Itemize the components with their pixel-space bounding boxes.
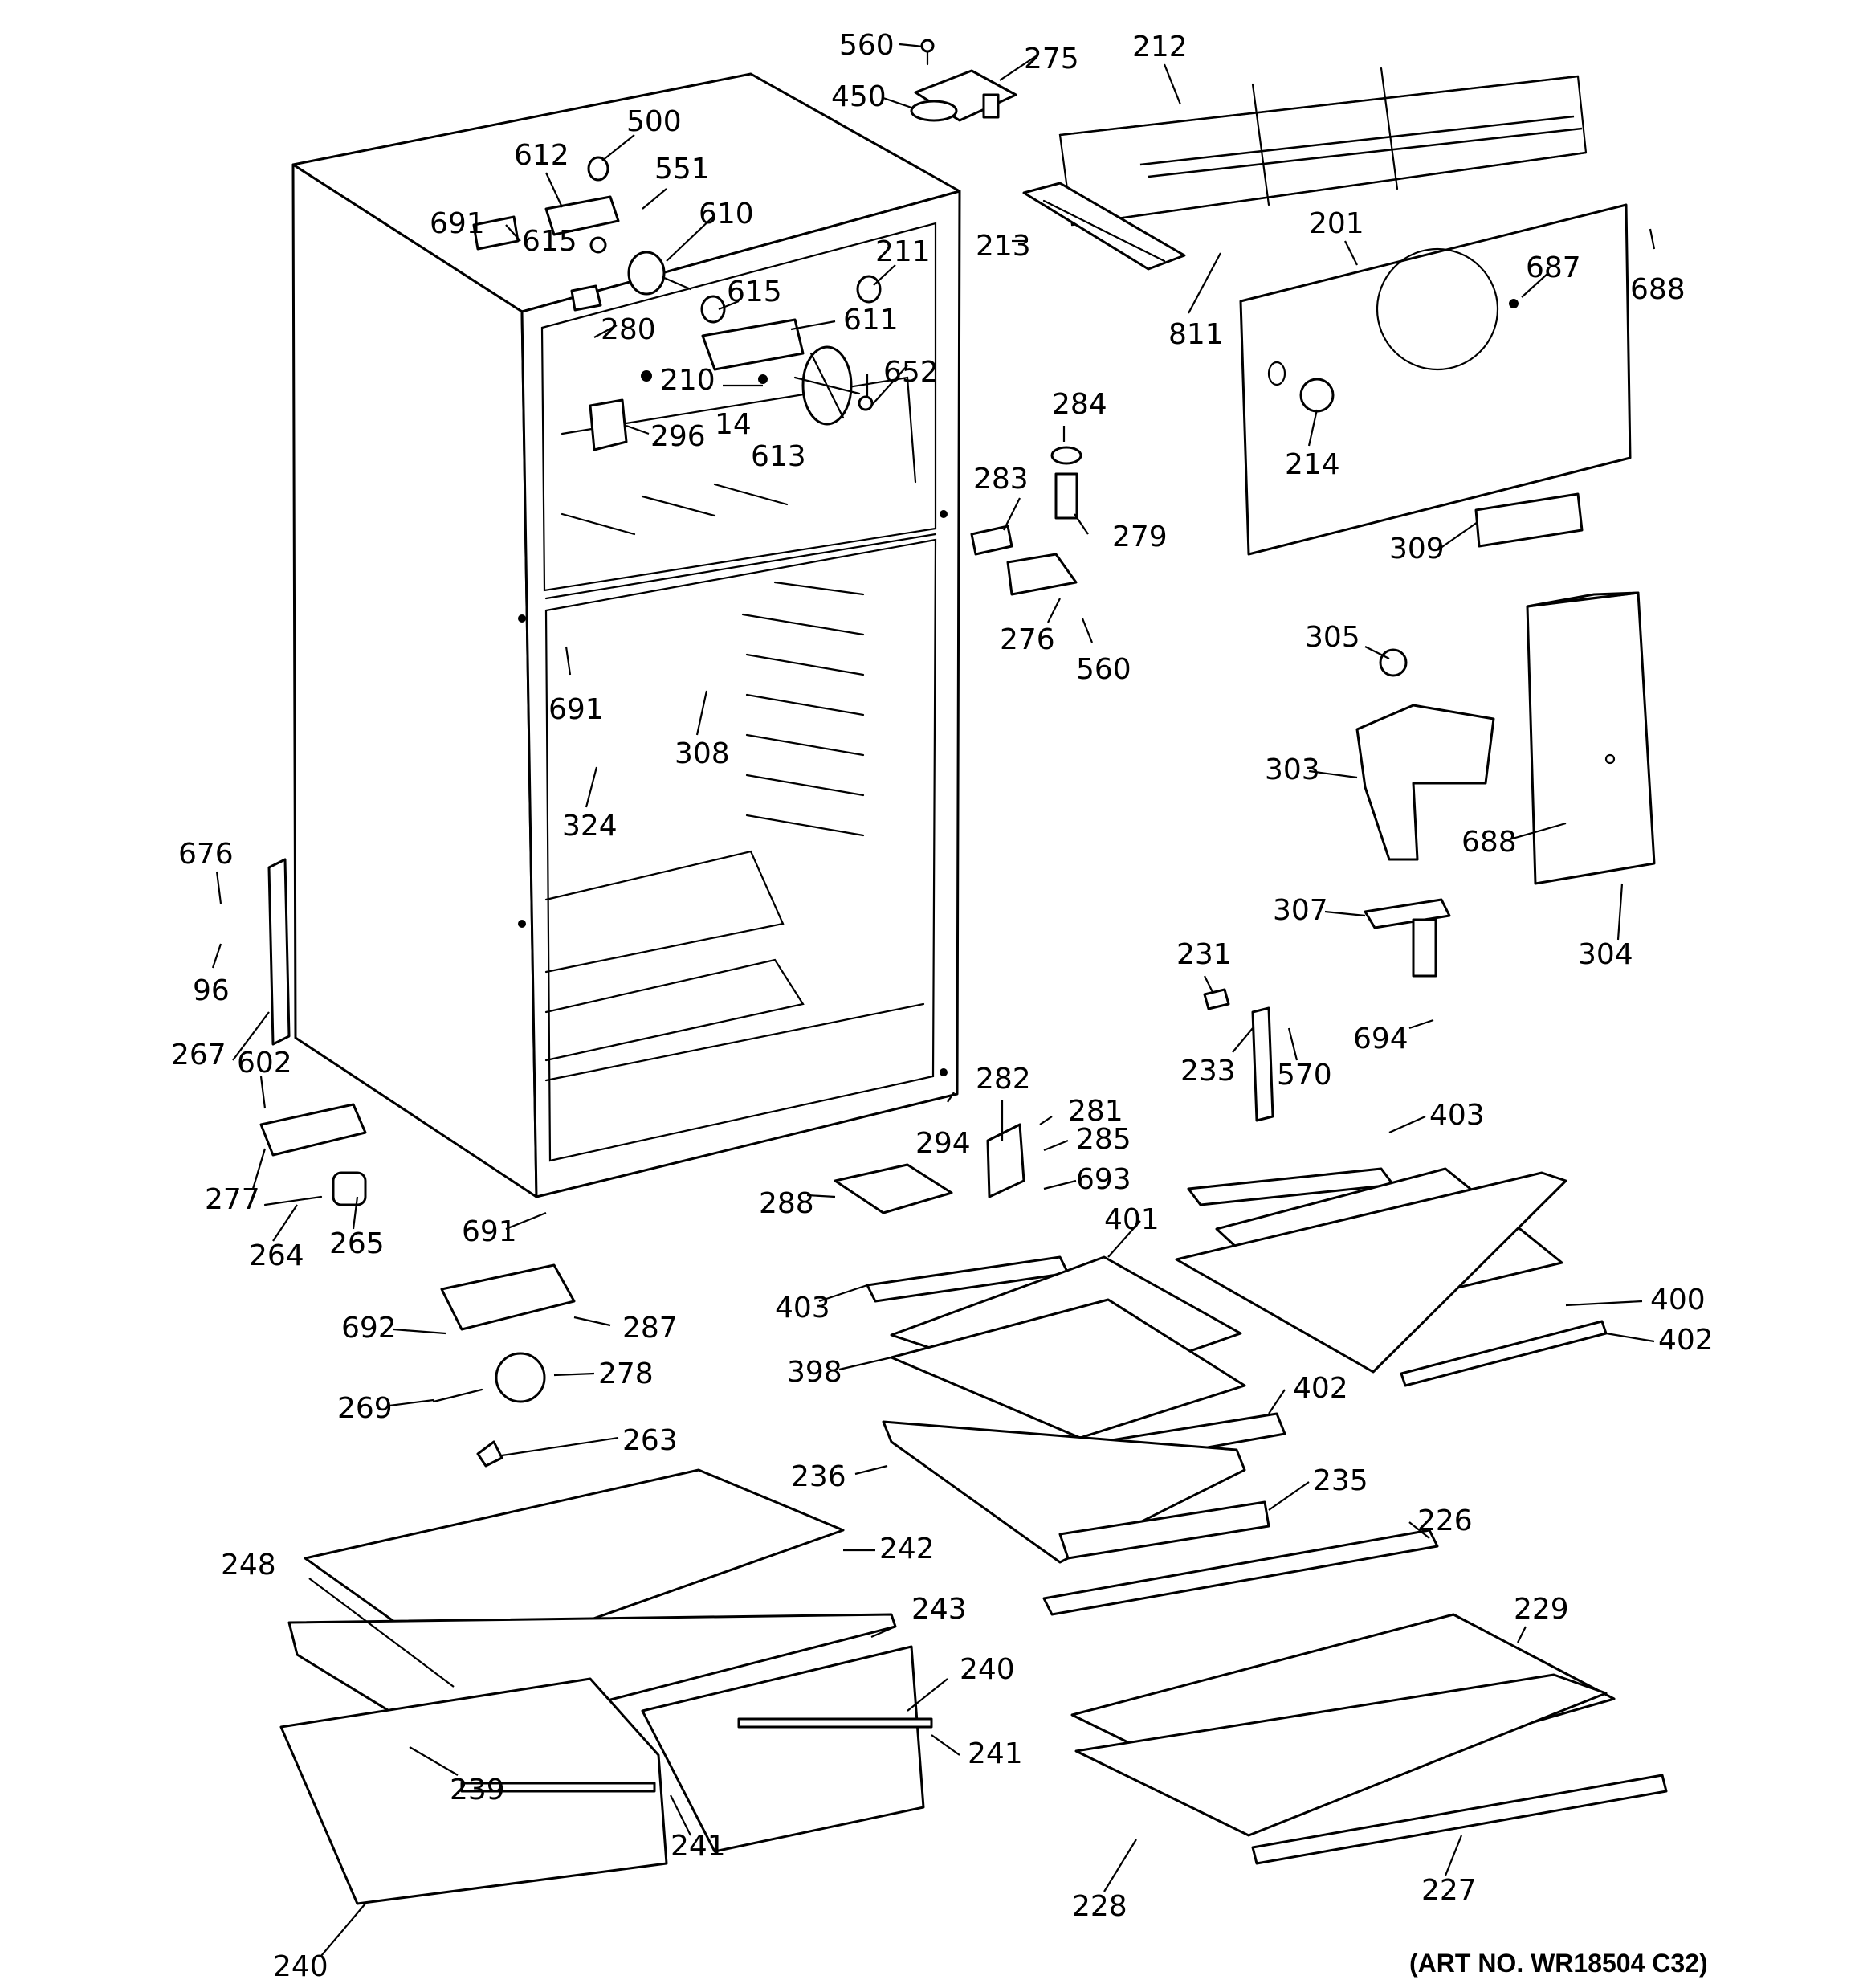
top-hinge bbox=[910, 39, 1017, 122]
callout-267: 267 bbox=[171, 1039, 226, 1072]
air-duct bbox=[1355, 591, 1656, 978]
callout-613: 613 bbox=[751, 440, 806, 473]
callout-308: 308 bbox=[675, 737, 730, 770]
callout-693: 693 bbox=[1076, 1163, 1131, 1196]
callout-688: 688 bbox=[1630, 273, 1686, 306]
callout-241: 241 bbox=[671, 1830, 726, 1863]
callout-811: 811 bbox=[1168, 318, 1224, 351]
callout-694: 694 bbox=[1353, 1023, 1408, 1055]
callout-228: 228 bbox=[1072, 1890, 1127, 1923]
callout-229: 229 bbox=[1514, 1593, 1569, 1626]
callout-304: 304 bbox=[1578, 938, 1633, 971]
callout-276: 276 bbox=[1000, 623, 1055, 656]
callout-294: 294 bbox=[915, 1127, 971, 1160]
callout-305: 305 bbox=[1305, 621, 1360, 654]
callout-14: 14 bbox=[715, 408, 752, 441]
callout-570: 570 bbox=[1277, 1059, 1332, 1092]
callout-500: 500 bbox=[626, 105, 682, 138]
callout-615: 615 bbox=[727, 276, 782, 308]
callout-227: 227 bbox=[1421, 1874, 1477, 1907]
callout-287: 287 bbox=[622, 1312, 678, 1345]
callout-688: 688 bbox=[1461, 826, 1517, 859]
callout-248: 248 bbox=[221, 1549, 276, 1582]
callout-242: 242 bbox=[879, 1533, 935, 1565]
callout-241: 241 bbox=[968, 1737, 1023, 1770]
callout-96: 96 bbox=[193, 974, 230, 1007]
callout-278: 278 bbox=[598, 1357, 654, 1390]
callout-269: 269 bbox=[337, 1392, 393, 1425]
callout-264: 264 bbox=[249, 1239, 304, 1272]
callout-307: 307 bbox=[1273, 894, 1328, 927]
cabinet bbox=[291, 72, 961, 1198]
callout-403: 403 bbox=[775, 1292, 830, 1325]
callout-214: 214 bbox=[1285, 448, 1340, 481]
callout-615: 615 bbox=[522, 225, 577, 258]
callout-240: 240 bbox=[273, 1950, 328, 1983]
callout-201: 201 bbox=[1309, 207, 1364, 240]
callout-403: 403 bbox=[1429, 1099, 1485, 1132]
callout-602: 602 bbox=[237, 1047, 292, 1080]
callout-243: 243 bbox=[911, 1593, 967, 1626]
callout-560: 560 bbox=[839, 29, 895, 62]
callout-610: 610 bbox=[699, 198, 754, 231]
callout-303: 303 bbox=[1265, 753, 1320, 786]
callout-450: 450 bbox=[831, 80, 887, 113]
callout-226: 226 bbox=[1417, 1504, 1473, 1537]
callout-285: 285 bbox=[1076, 1123, 1131, 1156]
leader-lines bbox=[211, 43, 1656, 1957]
callout-692: 692 bbox=[341, 1312, 397, 1345]
callout-687: 687 bbox=[1526, 251, 1581, 284]
callout-309: 309 bbox=[1389, 533, 1445, 565]
callout-275: 275 bbox=[1024, 43, 1079, 76]
callout-288: 288 bbox=[759, 1187, 814, 1220]
callout-402: 402 bbox=[1293, 1372, 1348, 1405]
callout-231: 231 bbox=[1176, 938, 1232, 971]
freezer-back-panel bbox=[1239, 203, 1632, 556]
callout-277: 277 bbox=[205, 1183, 260, 1216]
callout-212: 212 bbox=[1132, 31, 1188, 63]
callout-283: 283 bbox=[973, 463, 1029, 496]
callout-691: 691 bbox=[462, 1215, 517, 1248]
callout-281: 281 bbox=[1068, 1095, 1123, 1128]
fan-assembly bbox=[472, 156, 882, 451]
callout-676: 676 bbox=[178, 838, 234, 871]
callout-398: 398 bbox=[787, 1356, 842, 1389]
callout-324: 324 bbox=[562, 810, 618, 843]
callout-551: 551 bbox=[654, 153, 710, 186]
art-number: (ART NO. WR18504 C32) bbox=[1409, 1949, 1708, 1978]
callout-213: 213 bbox=[976, 230, 1031, 263]
callout-284: 284 bbox=[1052, 388, 1107, 421]
callout-611: 611 bbox=[843, 304, 899, 337]
callout-265: 265 bbox=[329, 1227, 385, 1260]
callout-263: 263 bbox=[622, 1424, 678, 1457]
callout-240: 240 bbox=[960, 1653, 1015, 1686]
callout-296: 296 bbox=[650, 420, 706, 453]
callout-652: 652 bbox=[883, 356, 939, 389]
callout-210: 210 bbox=[660, 364, 715, 397]
callout-612: 612 bbox=[514, 139, 569, 172]
callout-280: 280 bbox=[601, 313, 656, 346]
callout-236: 236 bbox=[791, 1460, 846, 1493]
callout-691: 691 bbox=[430, 207, 485, 240]
glass-shelves bbox=[866, 1167, 1668, 1865]
callout-211: 211 bbox=[875, 235, 931, 268]
callout-282: 282 bbox=[976, 1063, 1031, 1096]
crisper-drawers bbox=[279, 1468, 933, 1905]
callout-279: 279 bbox=[1112, 520, 1168, 553]
wire-shelf bbox=[1058, 67, 1588, 227]
callout-400: 400 bbox=[1650, 1284, 1706, 1316]
ice-tray bbox=[1022, 182, 1186, 271]
callout-401: 401 bbox=[1104, 1203, 1160, 1236]
callout-labels: 560 275 450 212 500 612 551 610 691 615 … bbox=[171, 29, 1714, 1983]
callout-402: 402 bbox=[1658, 1324, 1714, 1357]
callout-239: 239 bbox=[450, 1774, 505, 1806]
callout-691: 691 bbox=[548, 693, 604, 726]
callout-235: 235 bbox=[1313, 1464, 1368, 1497]
callout-233: 233 bbox=[1180, 1055, 1236, 1088]
callout-560: 560 bbox=[1076, 653, 1131, 686]
